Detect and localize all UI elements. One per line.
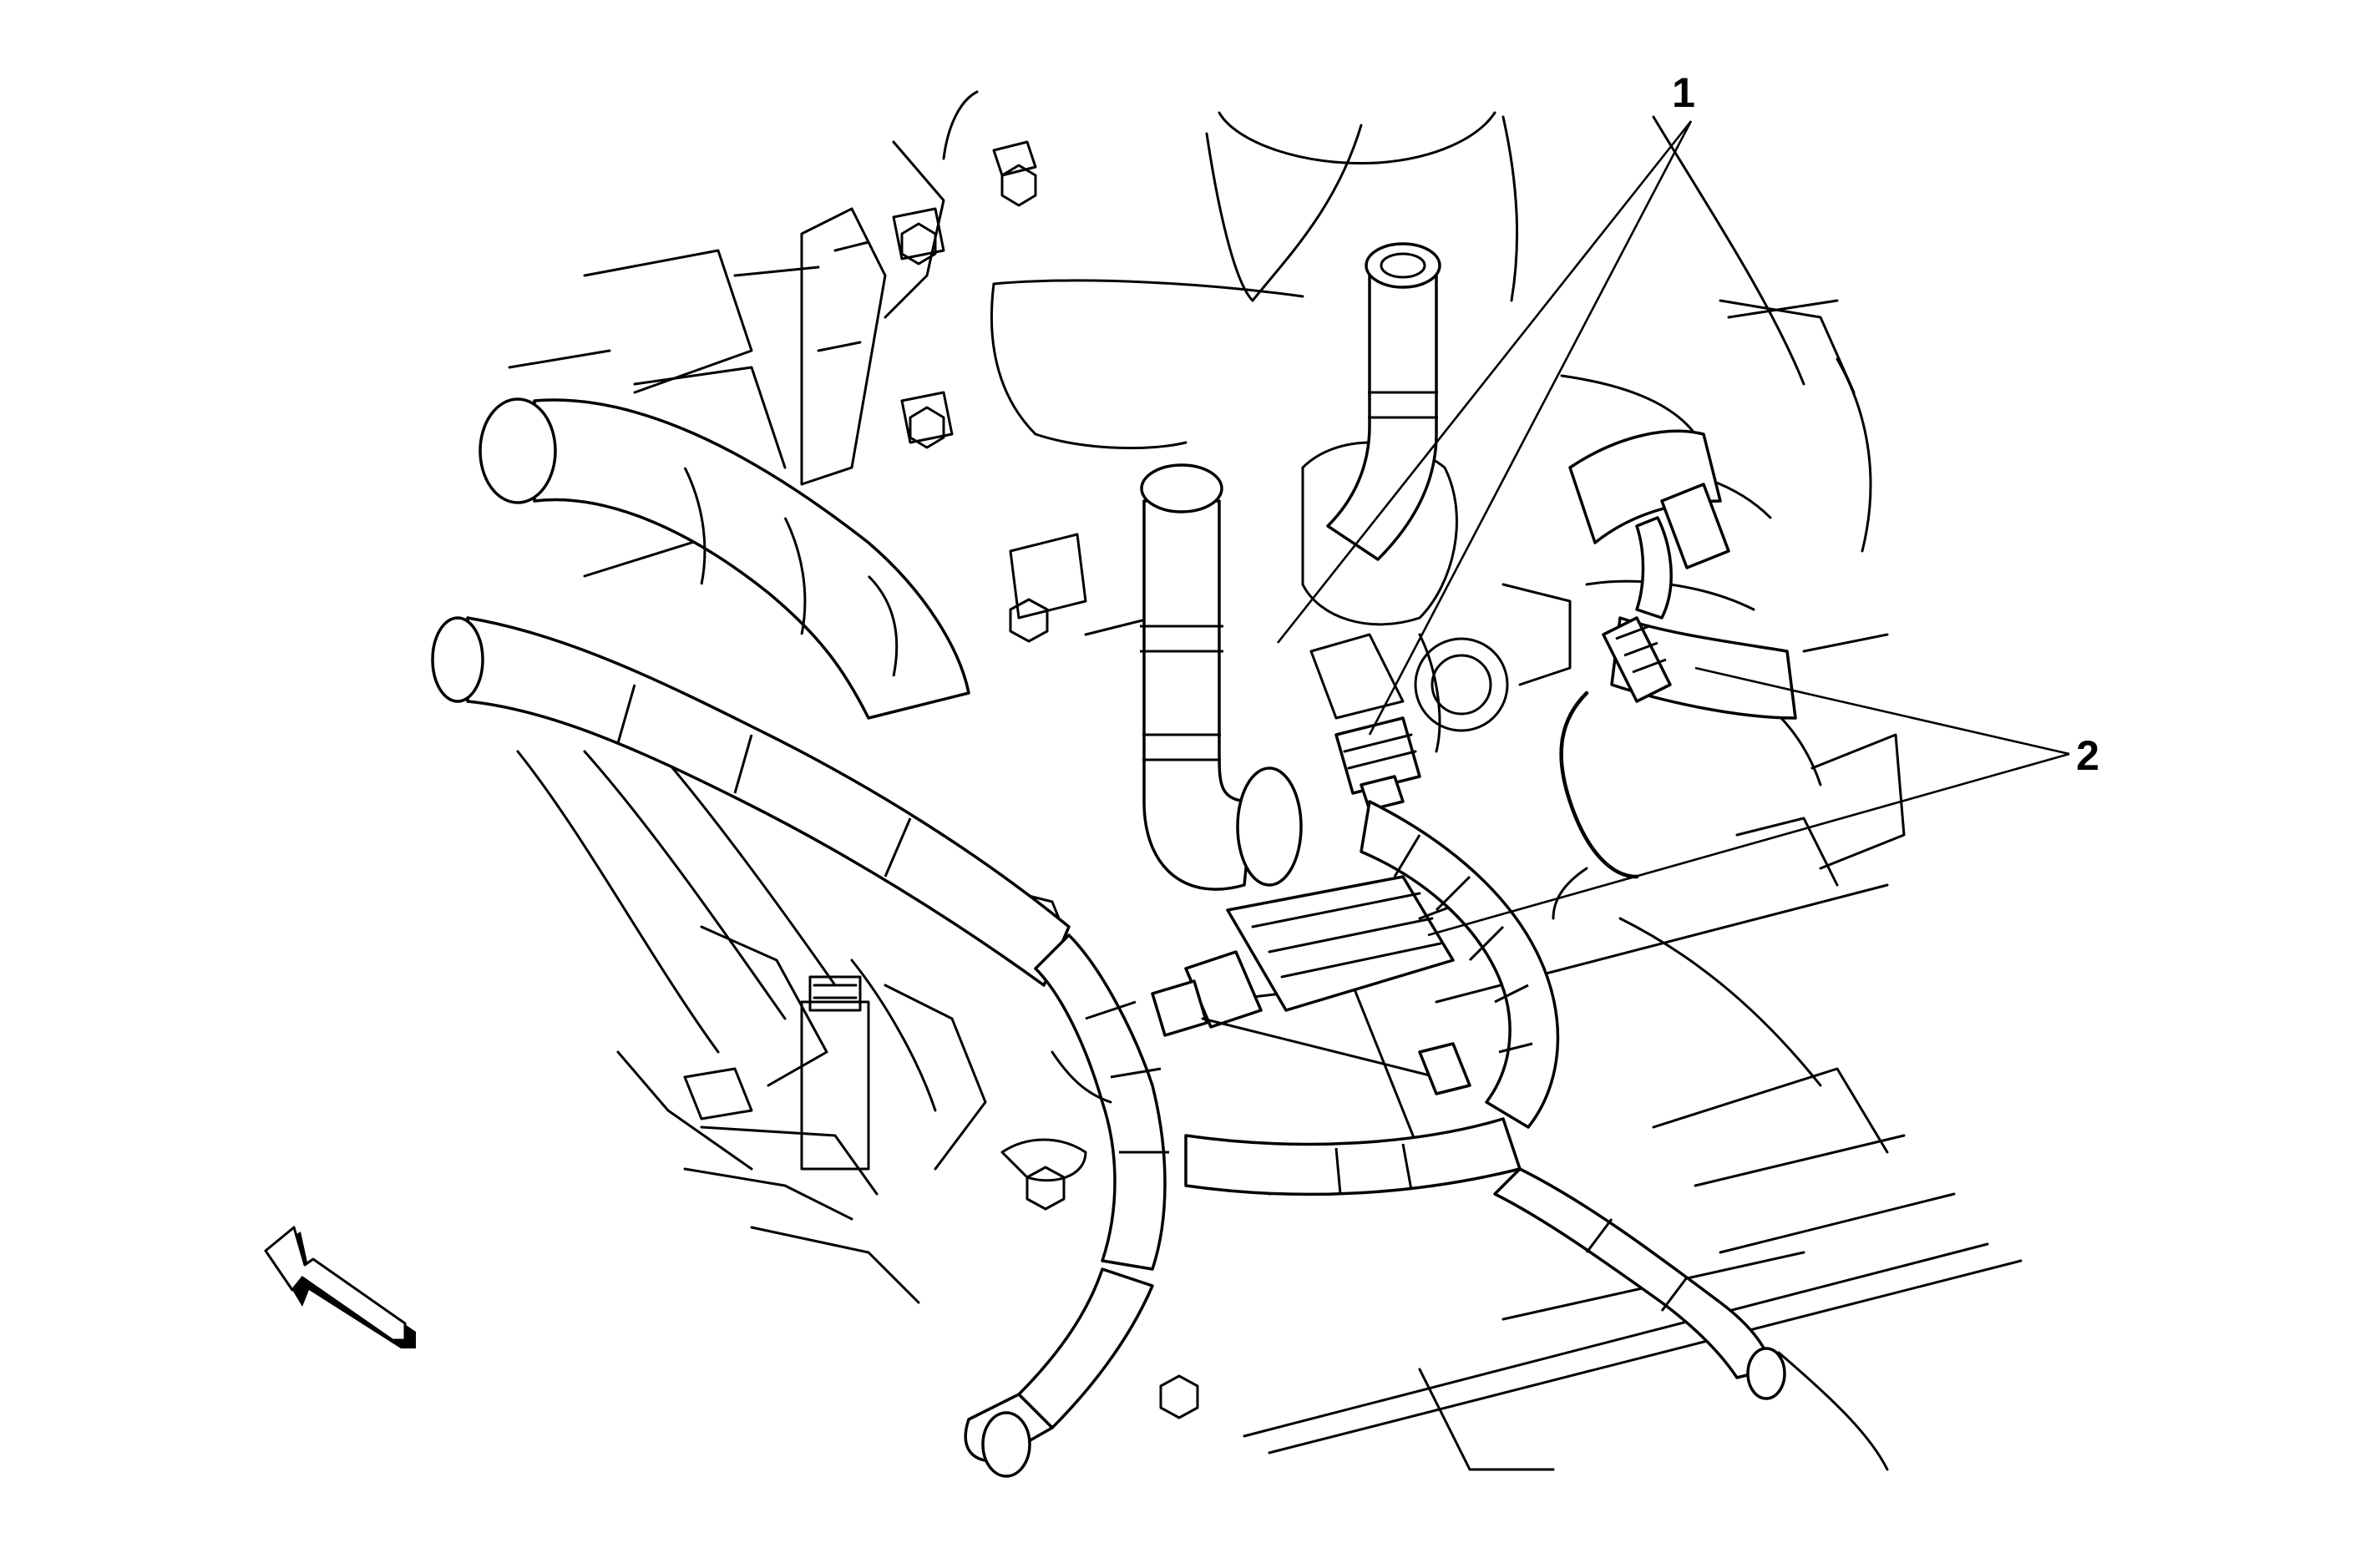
leader-2b xyxy=(1427,752,2070,937)
engine-structure xyxy=(508,90,2023,1471)
leader-2a xyxy=(1694,666,2070,756)
bolt-group xyxy=(900,164,1199,1419)
coolant-hoses xyxy=(431,242,1797,987)
callout-2: 2 xyxy=(2076,732,2099,779)
leader-1b xyxy=(1368,120,1693,736)
leader-1a xyxy=(1276,120,1693,644)
callout-1: 1 xyxy=(1672,69,1695,116)
wiring-harness xyxy=(964,800,1786,1478)
leader-lines xyxy=(1276,120,2070,937)
direction-arrow-icon xyxy=(264,1226,416,1348)
sensors xyxy=(1151,483,1730,1095)
